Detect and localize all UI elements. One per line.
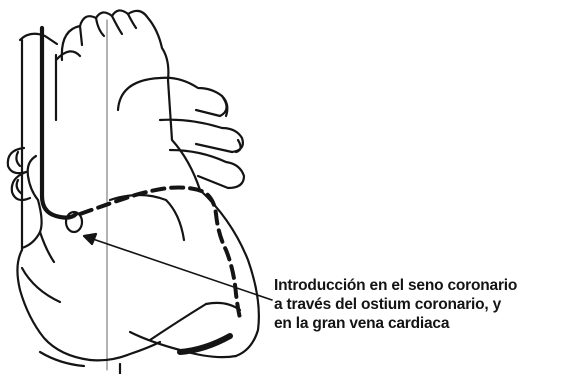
leader-line xyxy=(84,236,272,300)
left-ventricle-outline xyxy=(200,190,259,356)
caption-line-1: Introducción en el seno coronario xyxy=(274,276,574,295)
pulmonary-artery-outline xyxy=(118,78,227,116)
diagram-caption: Introducción en el seno coronario a trav… xyxy=(274,276,574,333)
right-atrium-outline xyxy=(17,250,90,360)
caption-line-2: a través del ostium coronario, y xyxy=(274,295,574,314)
caption-line-3: en la gran vena cardiaca xyxy=(274,314,574,333)
